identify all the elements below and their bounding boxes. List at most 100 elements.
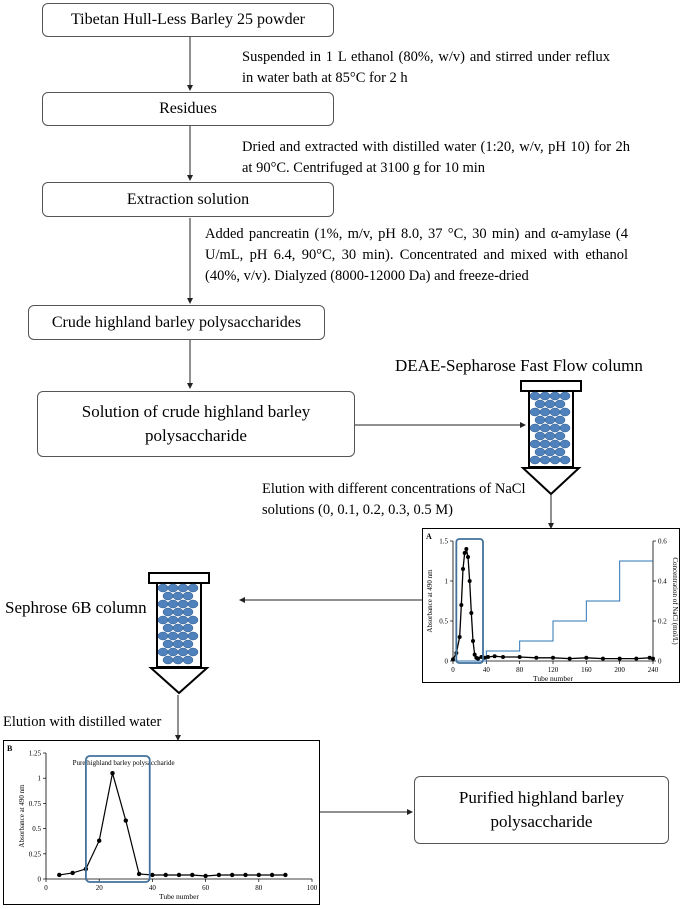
note-water-elution: Elution with distilled water (3, 714, 162, 730)
absorbance-point (551, 655, 555, 660)
step-solution-label: Solution of crude highland barley polysa… (81, 402, 311, 445)
peak-highlight-box (455, 538, 484, 664)
absorbance-point (501, 655, 505, 659)
y-axis-label: Absorbance at 490 nm (18, 784, 26, 848)
column-bead (177, 583, 189, 593)
step-powder: Tibetan Hull-Less Barley 25 powder (42, 3, 334, 37)
column-bead (549, 455, 561, 465)
column-bead (167, 583, 179, 593)
absorbance-point (647, 655, 652, 660)
column-bead (549, 439, 561, 449)
absorbance-point (584, 655, 589, 660)
absorbance-point (534, 655, 539, 660)
x-tick-label: 40 (149, 884, 157, 892)
column-bead (167, 647, 179, 657)
absorbance-point (467, 579, 472, 583)
column-bead (162, 591, 174, 601)
absorbance-point (176, 872, 182, 878)
y-axis-label: Absorbance at 490 nm (426, 569, 434, 633)
x-axis-label: Tube number (533, 674, 573, 682)
column-bead (529, 407, 541, 417)
column-bead (172, 591, 184, 601)
absorbance-point (163, 872, 168, 878)
column-bead (172, 639, 184, 649)
column-bead (534, 399, 546, 409)
sephrose-title: Sephrose 6B column (5, 598, 147, 617)
absorbance-point (517, 655, 522, 659)
absorbance-point (617, 656, 622, 661)
absorbance-point (70, 870, 75, 876)
column-bead (544, 447, 556, 457)
y-tick-label: 1 (38, 775, 42, 783)
absorbance-line (59, 772, 286, 877)
x-tick-label: 80 (255, 884, 263, 892)
x-tick-label: 0 (451, 666, 455, 674)
column-bead (549, 407, 561, 417)
note-water-extraction: Dried and extracted with distilled water… (242, 139, 630, 176)
column-bead (162, 639, 174, 649)
x-tick-label: 80 (516, 666, 524, 674)
absorbance-point (486, 655, 490, 659)
column-bead (544, 415, 556, 425)
column-bead (187, 647, 199, 657)
column-bead (172, 607, 184, 617)
column-bead (187, 615, 199, 625)
panel-label-b: B (7, 744, 13, 753)
column-bead (157, 599, 169, 609)
absorbance-point (476, 656, 480, 661)
column-bead (172, 655, 184, 665)
column-bead (167, 599, 179, 609)
y-tick-label: 0.5 (439, 618, 448, 626)
y-tick-label: 0.5 (32, 825, 41, 833)
y2-axis-label: Concentration of NaCl (mol/L) (671, 557, 679, 645)
panel-label-a: A (426, 532, 432, 541)
step-purified: Purified highland barley polysaccharide (414, 776, 669, 844)
absorbance-point (150, 872, 155, 878)
column-bead (549, 423, 561, 433)
column-bead (534, 415, 546, 425)
column-bead (554, 415, 566, 425)
absorbance-point (57, 872, 62, 878)
absorbance-point (459, 603, 464, 607)
x-tick-label: 120 (548, 666, 559, 674)
absorbance-point (283, 872, 288, 878)
y2-tick-label: 0 (658, 658, 662, 666)
column-bead (554, 447, 566, 457)
absorbance-point (216, 872, 222, 878)
absorbance-point (464, 547, 469, 551)
step-extraction: Extraction solution (42, 182, 334, 217)
absorbance-point (651, 656, 655, 661)
step-solution: Solution of crude highland barley polysa… (37, 391, 355, 457)
note-ethanol-reflux: Suspended in 1 L ethanol (80%, w/v) and … (242, 49, 610, 86)
absorbance-point (97, 838, 102, 843)
column-bead (162, 655, 174, 665)
absorbance-point (190, 872, 195, 878)
column-bead (182, 623, 194, 633)
step-extraction-label: Extraction solution (126, 190, 250, 208)
x-tick-label: 40 (483, 666, 491, 674)
x-tick-label: 0 (44, 884, 48, 892)
deae-title: DEAE-Sepharose Fast Flow column (395, 356, 643, 375)
column-bead (559, 407, 571, 417)
absorbance-point (567, 656, 572, 661)
absorbance-point (472, 652, 477, 657)
absorbance-point (136, 871, 142, 877)
column-bead (187, 583, 199, 593)
column-bead (182, 655, 194, 665)
y2-tick-label: 0.2 (658, 618, 667, 626)
column-bead (559, 455, 571, 465)
column-bead (157, 583, 169, 593)
column-bead (539, 391, 551, 401)
column-bead (167, 631, 179, 641)
column-bead (534, 431, 546, 441)
column-bead (157, 647, 169, 657)
y-tick-label: 0.25 (29, 850, 42, 858)
column-bead (157, 631, 169, 641)
column-bead (162, 623, 174, 633)
x-tick-label: 200 (614, 666, 625, 674)
x-tick-label: 100 (307, 884, 318, 892)
step-crude: Crude highland barley polysaccharides (28, 305, 325, 340)
